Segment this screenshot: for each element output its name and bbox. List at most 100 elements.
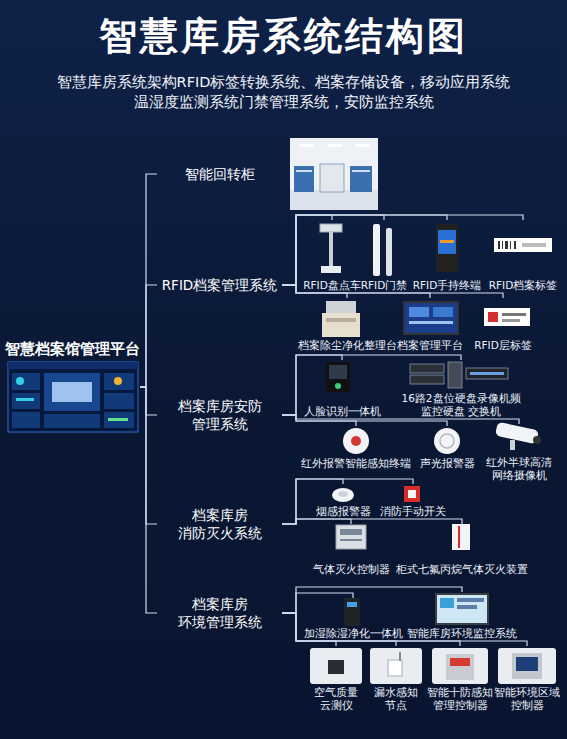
platform-dashboard-part xyxy=(108,418,128,421)
tree-connector xyxy=(282,519,351,524)
tree-connector xyxy=(282,285,430,298)
ten-defense-controller-icon-part xyxy=(432,648,488,684)
tree-connector xyxy=(282,613,527,646)
infrared-sensor-icon-part xyxy=(351,436,361,446)
camera-icon-part xyxy=(495,422,539,444)
platform-dashboard-part xyxy=(12,412,40,428)
subsystem-node: RFID档案管理系统 xyxy=(157,273,282,297)
tree-connector xyxy=(140,387,157,524)
rotary-cabinet-room-part xyxy=(356,144,370,147)
gas-cabinet-icon-part xyxy=(458,526,460,548)
node-label: 漏水感知 节点 xyxy=(368,686,424,712)
tree-connector xyxy=(282,285,503,298)
layer-tag-icon-part xyxy=(502,319,520,322)
smoke-detector-icon-part xyxy=(338,491,348,497)
node-label: 智慧档案馆管理平台 xyxy=(5,340,140,358)
device-node: 加湿除湿净化一体机 xyxy=(300,598,406,640)
node-label: RFID手持终端 xyxy=(413,279,482,292)
device-node: RFID档案标签 xyxy=(486,220,560,292)
node-label: 智能回转柜 xyxy=(185,165,255,183)
tree-connector xyxy=(140,174,157,387)
handheld-terminal-icon-part xyxy=(436,224,458,272)
zone-controller-icon xyxy=(498,648,556,684)
nvr-switch-icon-part xyxy=(410,375,444,384)
env-monitor-screen-icon-part xyxy=(440,598,454,608)
device-node: RFID盘点车 xyxy=(304,220,360,292)
tree-connector xyxy=(282,613,460,646)
layer-tag-icon-part xyxy=(502,313,526,316)
management-screen-icon-part xyxy=(403,301,459,335)
leak-node-icon xyxy=(370,648,422,684)
node-label: RFID档案管理系统 xyxy=(162,276,278,294)
env-monitor-screen-icon-part xyxy=(437,595,487,623)
archive-tag-icon xyxy=(494,238,552,252)
nvr-switch-icon-part xyxy=(466,368,508,379)
node-label: 档案库房 环境管理系统 xyxy=(157,595,282,631)
dust-cleaning-desk-icon xyxy=(322,301,360,337)
gas-controller-icon xyxy=(336,525,366,549)
node-label: 人脸识别一体机 xyxy=(304,405,381,418)
platform-dashboard-part xyxy=(44,414,100,428)
node-label: 红外报警智能感知终端 xyxy=(301,457,411,470)
layer-tag-icon-part xyxy=(488,312,498,322)
sound-light-alarm-icon-part xyxy=(434,428,460,454)
camera-icon-part xyxy=(510,440,515,450)
ten-defense-controller-icon-part xyxy=(446,654,474,680)
device-node: RFID手持终端 xyxy=(414,220,480,292)
platform-dashboard-part xyxy=(16,398,34,401)
node-label: 档案管理平台 xyxy=(397,339,463,352)
dust-cleaning-desk-icon-part xyxy=(326,318,356,322)
device-node: 烟感报警器 xyxy=(314,484,372,518)
tree-connector xyxy=(282,355,342,415)
dust-cleaning-desk-icon-part xyxy=(322,313,360,337)
tree-connector xyxy=(282,613,336,646)
archive-tag-icon-part xyxy=(502,241,503,249)
node-label: 柜式七氟丙烷气体灭火装置 xyxy=(396,563,528,576)
diagram-title: 智慧库房系统结构图 xyxy=(0,12,567,60)
platform-node: 智慧档案馆管理平台 xyxy=(4,338,140,436)
ten-defense-controller-icon xyxy=(432,648,488,684)
handheld-terminal-icon-part xyxy=(438,230,456,254)
node-label: 烟感报警器 xyxy=(316,505,371,518)
face-recognition-icon-part xyxy=(335,383,341,389)
platform-dashboard-part xyxy=(8,362,138,369)
device-node: 智能库房环境监控系统 xyxy=(410,592,514,640)
device-node: 红外报警智能感知终端 xyxy=(302,426,410,470)
platform-dashboard-part xyxy=(104,393,134,409)
archive-tag-icon-part xyxy=(494,238,552,252)
platform-dashboard-part xyxy=(104,373,134,390)
device-node: 智能环境区域 控制器 xyxy=(494,646,560,712)
rotary-cabinet-room-part xyxy=(300,144,314,147)
rfid-gate-icon xyxy=(373,224,392,276)
rotary-cabinet-room-part xyxy=(290,138,378,210)
node-label: RFID盘点车 xyxy=(303,279,361,292)
humidifier-icon xyxy=(344,598,360,626)
dust-cleaning-desk-icon-part xyxy=(326,301,356,313)
smoke-detector-icon xyxy=(332,488,354,502)
platform-dashboard-part xyxy=(44,373,100,411)
humidifier-icon-part xyxy=(347,602,357,607)
management-screen-icon-part xyxy=(409,307,429,317)
subsystem-node: 档案库房 环境管理系统 xyxy=(157,592,282,634)
rotary-cabinet-room-part xyxy=(296,170,312,172)
tree-connector xyxy=(282,479,343,524)
tree-connector xyxy=(282,215,447,285)
device-node: 空气质量 云测仪 xyxy=(308,646,364,712)
node-label: 消防手动开关 xyxy=(380,505,446,518)
management-screen-icon-part xyxy=(405,303,457,333)
rotary-cabinet-room-part xyxy=(320,164,344,192)
inventory-cart-icon-part xyxy=(320,224,342,232)
node-label: 档案库房安防 管理系统 xyxy=(157,397,282,433)
management-screen-icon xyxy=(403,301,459,335)
platform-dashboard-part xyxy=(114,377,122,385)
gas-cabinet-icon xyxy=(452,524,470,550)
tree-connector xyxy=(282,285,347,298)
tree-connector xyxy=(282,215,332,285)
platform-dashboard-part xyxy=(12,393,40,409)
humidifier-icon-part xyxy=(344,598,360,626)
device-node: 气体灭火控制器 xyxy=(310,524,392,576)
device-node: RFID门禁 xyxy=(362,220,406,292)
smoke-detector-icon-part xyxy=(332,488,354,502)
nvr-switch-icon-part xyxy=(470,372,504,375)
